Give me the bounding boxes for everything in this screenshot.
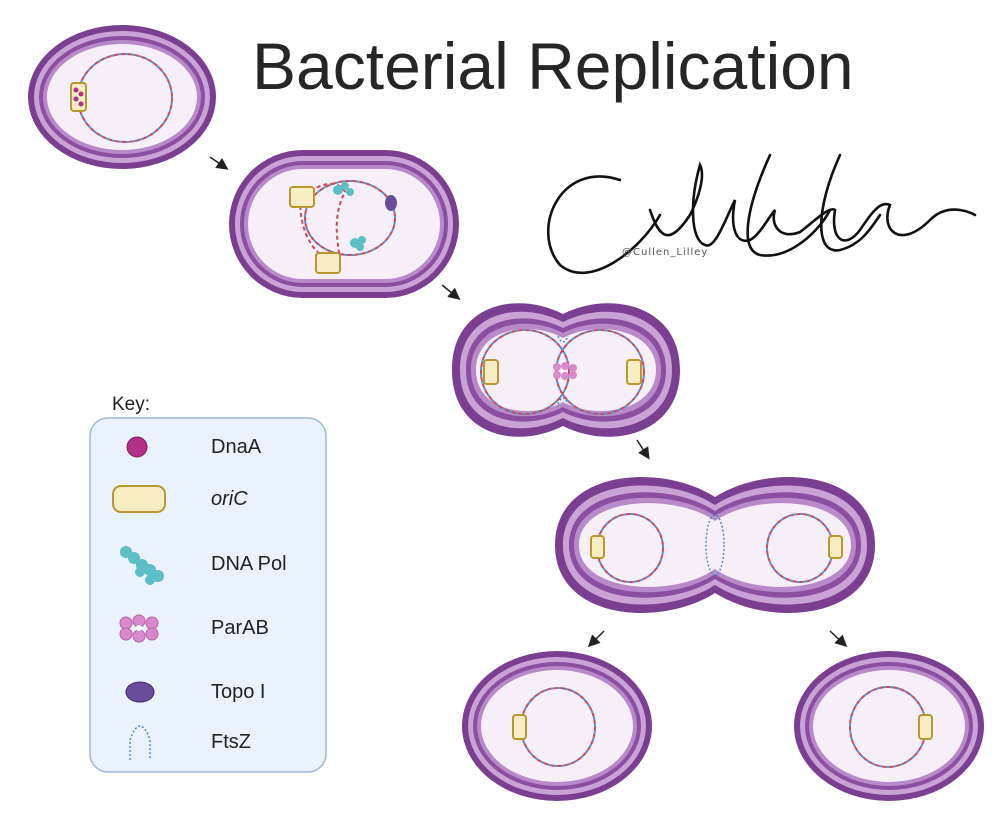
daughter-cell-b xyxy=(794,651,984,801)
signature-handle: @Cullen_Lilley xyxy=(622,247,708,258)
arrow-3-to-4 xyxy=(637,440,648,457)
parab-icon xyxy=(120,615,158,642)
oric-icon xyxy=(113,486,165,512)
topo-i-enzyme xyxy=(385,195,397,211)
cell-stage-2 xyxy=(229,150,459,298)
arrow-2-to-3 xyxy=(442,285,458,298)
cell-stage-3 xyxy=(452,303,680,437)
key-label-dna-pol: DNA Pol xyxy=(211,553,287,576)
daughter-cell-a xyxy=(462,651,652,801)
oric-region xyxy=(513,715,526,739)
oric-region xyxy=(290,187,314,207)
oric-region xyxy=(71,83,86,111)
arrow-4-to-5a xyxy=(590,631,604,645)
signature-logo xyxy=(548,155,975,273)
key-panel xyxy=(90,418,326,772)
page-title: Bacterial Replication xyxy=(252,28,854,104)
key-label-parab: ParAB xyxy=(211,617,269,640)
key-label-oric: oriC xyxy=(211,488,248,511)
arrow-1-to-2 xyxy=(210,157,226,168)
topo-i-icon xyxy=(126,682,154,702)
oric-region xyxy=(829,536,842,558)
dnaa-icon xyxy=(127,437,147,457)
cell-stage-4 xyxy=(555,477,875,613)
cell-stage-1 xyxy=(28,25,216,169)
oric-region xyxy=(316,253,340,273)
key-label-ftsz: FtsZ xyxy=(211,731,251,754)
arrow-4-to-5b xyxy=(830,631,845,645)
key-label-dnaa: DnaA xyxy=(211,436,261,459)
oric-region xyxy=(919,715,932,739)
key-title: Key: xyxy=(112,394,150,416)
key-label-topo-i: Topo I xyxy=(211,681,265,704)
oric-region xyxy=(627,360,641,384)
oric-region xyxy=(591,536,604,558)
oric-region xyxy=(484,360,498,384)
